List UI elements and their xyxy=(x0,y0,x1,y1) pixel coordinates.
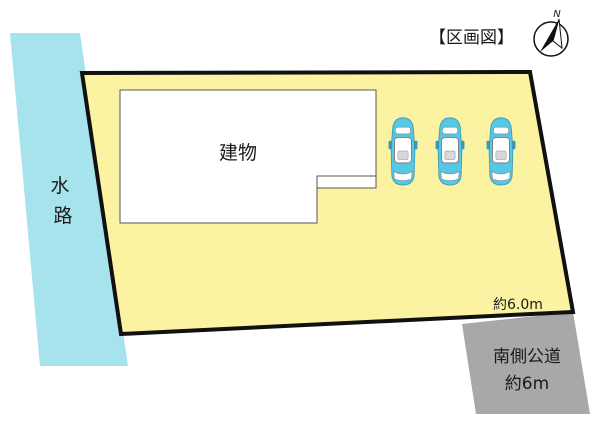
building-label: 建物 xyxy=(219,142,257,164)
building-notch-line xyxy=(316,175,376,188)
north-label: N xyxy=(553,9,561,20)
waterway-label-1: 水 xyxy=(50,175,69,197)
north-arrow-icon: N xyxy=(533,9,569,57)
waterway xyxy=(10,33,128,366)
frontage-dimension-label: 約6.0m xyxy=(493,297,543,313)
waterway-label-2: 路 xyxy=(53,205,72,227)
road-width-label: 約6m xyxy=(505,374,549,394)
south-public-road xyxy=(462,312,590,414)
lot-plan-title: 【区画図】 xyxy=(429,28,514,48)
car-icon xyxy=(435,117,465,186)
car-icon xyxy=(486,117,516,186)
car-icon xyxy=(388,117,418,186)
road-name-label: 南側公道 xyxy=(493,347,561,367)
